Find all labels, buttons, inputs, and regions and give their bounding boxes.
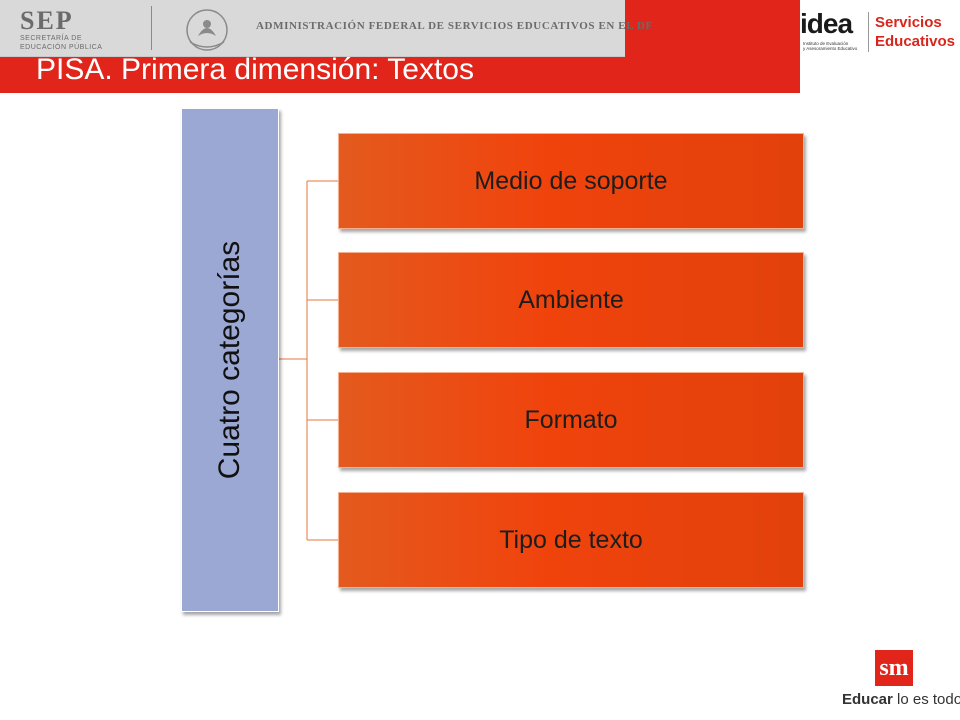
branch-node-label: Medio de soporte	[474, 166, 668, 195]
diagram-root-node: Cuatro categorías	[181, 108, 279, 612]
logo-divider	[868, 12, 869, 52]
administration-name: ADMINISTRACIÓN FEDERAL DE SERVICIOS EDUC…	[256, 20, 653, 32]
page-title: PISA. Primera dimensión: Textos	[36, 53, 474, 86]
idea-logo: idea	[800, 8, 853, 39]
sm-tagline-rest: lo es todo	[892, 691, 960, 708]
mexico-seal-icon	[186, 9, 228, 51]
sm-tagline-strong: Educar	[842, 691, 893, 708]
servicios-educativos-logo: Servicios	[875, 14, 942, 31]
sep-logo: SEP	[20, 6, 74, 35]
root-node-label: Cuatro categorías	[213, 240, 246, 480]
branch-node-label: Formato	[524, 405, 618, 434]
branch-node-medio-de-soporte: Medio de soporte	[338, 133, 804, 229]
idea-logo-subtitle: Instituto de Evaluación	[803, 41, 849, 46]
sm-tagline: Educar lo es todo	[842, 691, 960, 708]
branch-node-label: Tipo de texto	[499, 525, 643, 554]
sep-logo-subtitle: SECRETARÍA DE	[20, 35, 82, 42]
sm-logo: sm	[875, 650, 913, 686]
idea-logo-subtitle: y Asesoramiento Educativo	[803, 46, 858, 51]
servicios-educativos-logo: Educativos	[875, 33, 956, 50]
branch-node-formato: Formato	[338, 372, 804, 468]
banner-divider	[151, 6, 152, 50]
branch-node-label: Ambiente	[518, 285, 624, 314]
branch-node-ambiente: Ambiente	[338, 252, 804, 348]
government-banner: SEP SECRETARÍA DE EDUCACIÓN PÚBLICA ADMI…	[0, 0, 652, 57]
sm-logo-mark: sm	[879, 655, 909, 681]
sep-logo-subtitle: EDUCACIÓN PÚBLICA	[20, 44, 103, 51]
branch-node-tipo-de-texto: Tipo de texto	[338, 492, 804, 588]
